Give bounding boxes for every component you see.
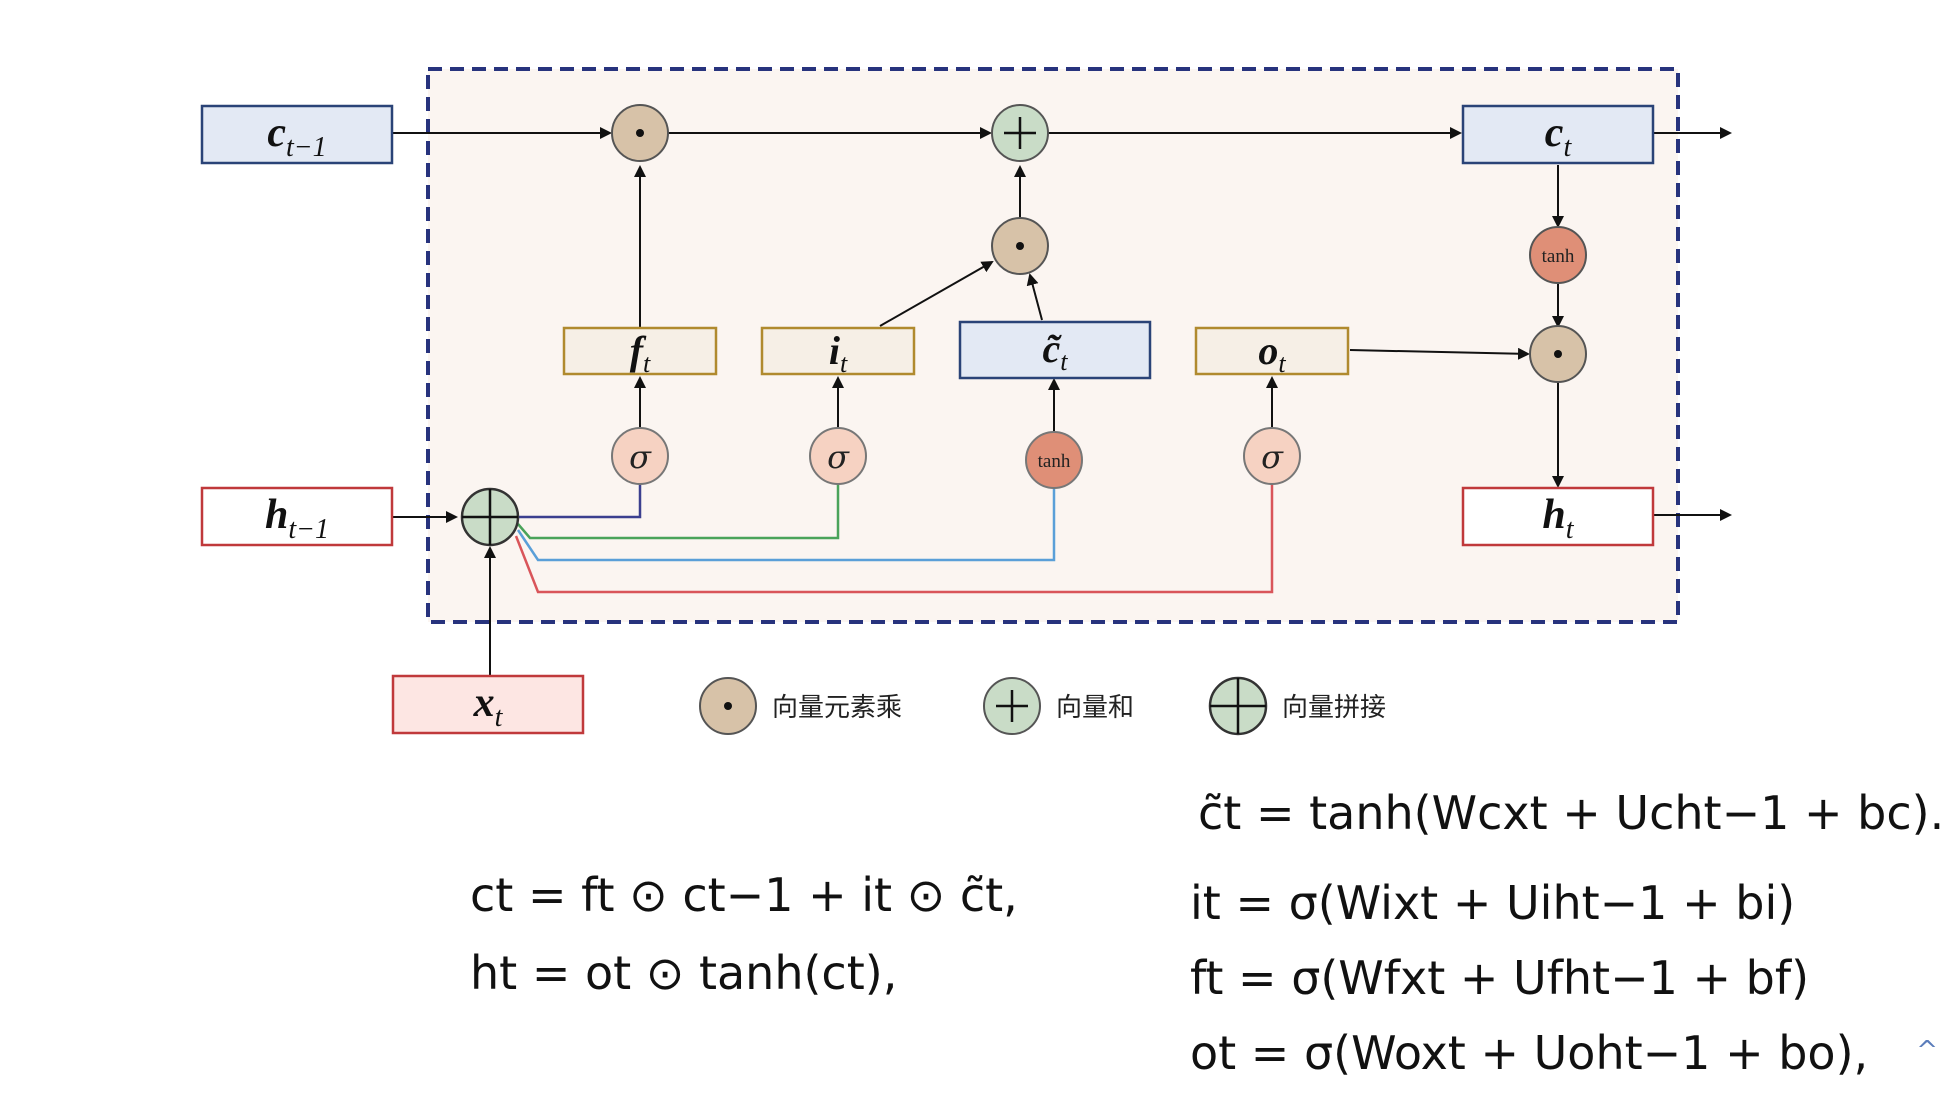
odot-output-icon <box>1529 325 1587 383</box>
concat-legend-icon <box>1208 676 1268 736</box>
forget-gate-box: ft <box>562 326 718 378</box>
svg-text:ot: ot <box>1258 328 1286 378</box>
svg-text:ft: ft <box>630 328 651 378</box>
c-prev-box: ct−1 <box>200 104 394 165</box>
legend-concatenation: 向量拼接 <box>1208 676 1386 736</box>
output-gate-equation: ot = σ(Woxt + Uoht−1 + bo), <box>1190 1026 1869 1080</box>
plus-legend-icon <box>983 677 1041 735</box>
odot-legend-icon <box>699 677 757 735</box>
svg-text:向量元素乘: 向量元素乘 <box>772 693 902 723</box>
legend-vector-sum: 向量和 <box>983 677 1134 735</box>
h-prev-box: ht−1 <box>200 486 394 547</box>
tanh-candidate-icon: tanh <box>1025 431 1083 489</box>
odot-forget-icon <box>611 104 669 162</box>
sigma-input-icon: σ <box>809 427 867 485</box>
concat-icon <box>460 487 520 547</box>
wire-to-input-gate <box>517 484 840 540</box>
wire-to-candidate <box>516 486 1056 562</box>
plus-cell-update-icon <box>991 104 1049 162</box>
chevron-up-icon[interactable]: ^ <box>1916 1036 1938 1066</box>
svg-text:ct: ct <box>1545 110 1573 163</box>
svg-text:ct−1: ct−1 <box>267 110 326 163</box>
candidate-cell-box: c̃t <box>958 320 1152 380</box>
c-t-box: ct <box>1461 104 1655 165</box>
input-gate-equation: it = σ(Wixt + Uiht−1 + bi) <box>1190 876 1796 930</box>
candidate-equation: c̃t = tanh(Wcxt + Ucht−1 + bc). <box>1198 786 1945 840</box>
h-t-box: ht <box>1461 486 1655 547</box>
svg-text:it: it <box>829 328 848 378</box>
tanh-output-icon: tanh <box>1529 226 1587 284</box>
output-gate-box: ot <box>1194 326 1350 378</box>
svg-text:σ: σ <box>827 438 850 476</box>
hidden-state-equation: ht = ot ⊙ tanh(ct), <box>470 946 898 1000</box>
svg-text:xt: xt <box>473 680 504 733</box>
svg-text:σ: σ <box>629 438 652 476</box>
wire-to-output-gate <box>514 484 1274 594</box>
svg-text:ht: ht <box>1542 492 1574 545</box>
svg-text:σ: σ <box>1261 438 1284 476</box>
svg-text:c̃t: c̃t <box>1043 326 1069 376</box>
svg-text:tanh: tanh <box>1542 246 1575 267</box>
forget-gate-equation: ft = σ(Wfxt + Ufht−1 + bf) <box>1190 951 1810 1005</box>
svg-text:tanh: tanh <box>1038 451 1071 472</box>
input-gate-box: it <box>760 326 916 378</box>
x-t-box: xt <box>391 674 585 735</box>
wire-to-forget-gate <box>516 484 642 519</box>
svg-text:ht−1: ht−1 <box>265 492 329 545</box>
sigma-output-icon: σ <box>1243 427 1301 485</box>
svg-text:向量拼接: 向量拼接 <box>1282 693 1386 723</box>
sigma-forget-icon: σ <box>611 427 669 485</box>
legend-elementwise-product: 向量元素乘 <box>699 677 902 735</box>
svg-text:向量和: 向量和 <box>1056 693 1134 723</box>
odot-input-icon <box>991 217 1049 275</box>
cell-state-equation: ct = ft ⊙ ct−1 + it ⊙ c̃t, <box>470 868 1018 922</box>
